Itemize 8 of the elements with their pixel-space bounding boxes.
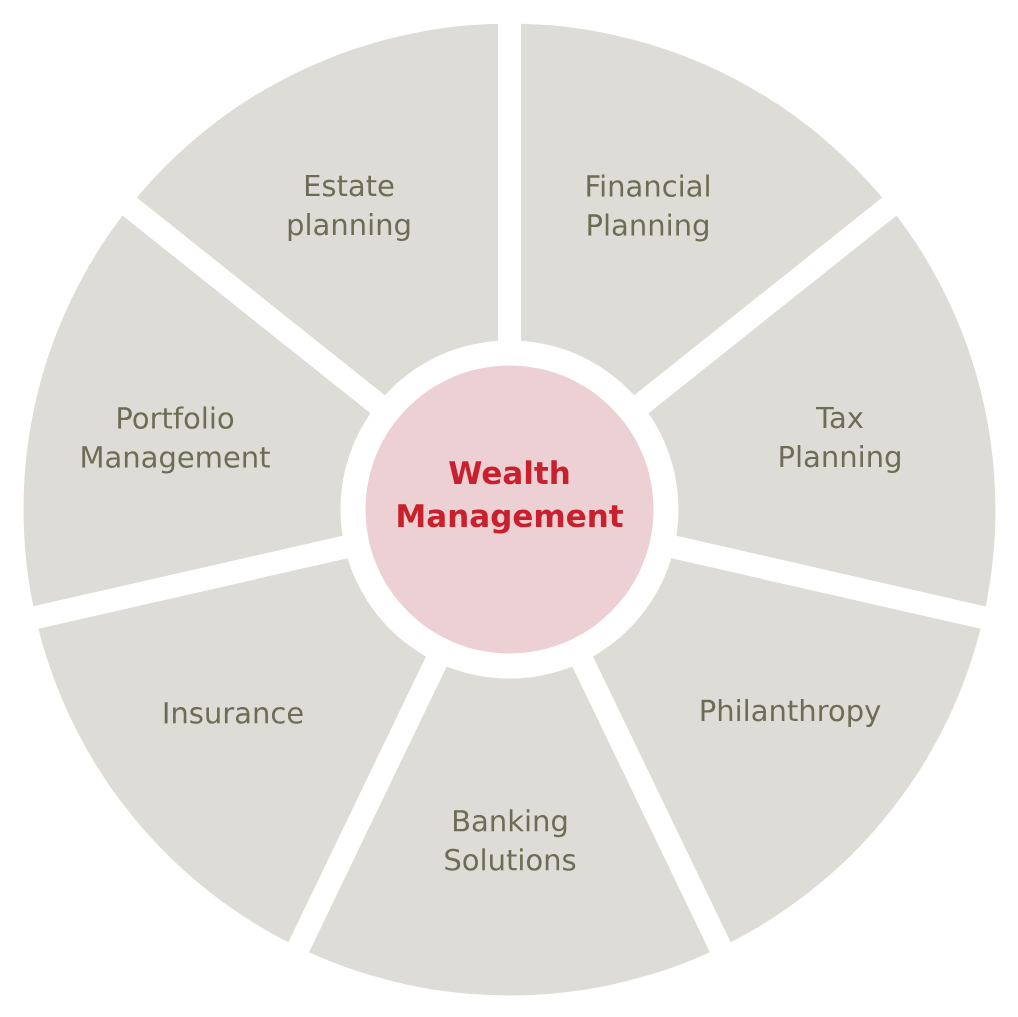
ring-segment: Philanthropy	[593, 558, 981, 943]
node-label: Portfolio Management	[82, 406, 270, 474]
ring-segment: Financial Planning	[521, 23, 883, 396]
ring-segment: Estate planning	[136, 23, 498, 396]
node-label: Banking Solutions	[445, 809, 576, 871]
node-label: Tax Planning	[780, 406, 900, 474]
node-label: Insurance	[164, 702, 303, 724]
ring-segment: Insurance	[38, 558, 426, 943]
